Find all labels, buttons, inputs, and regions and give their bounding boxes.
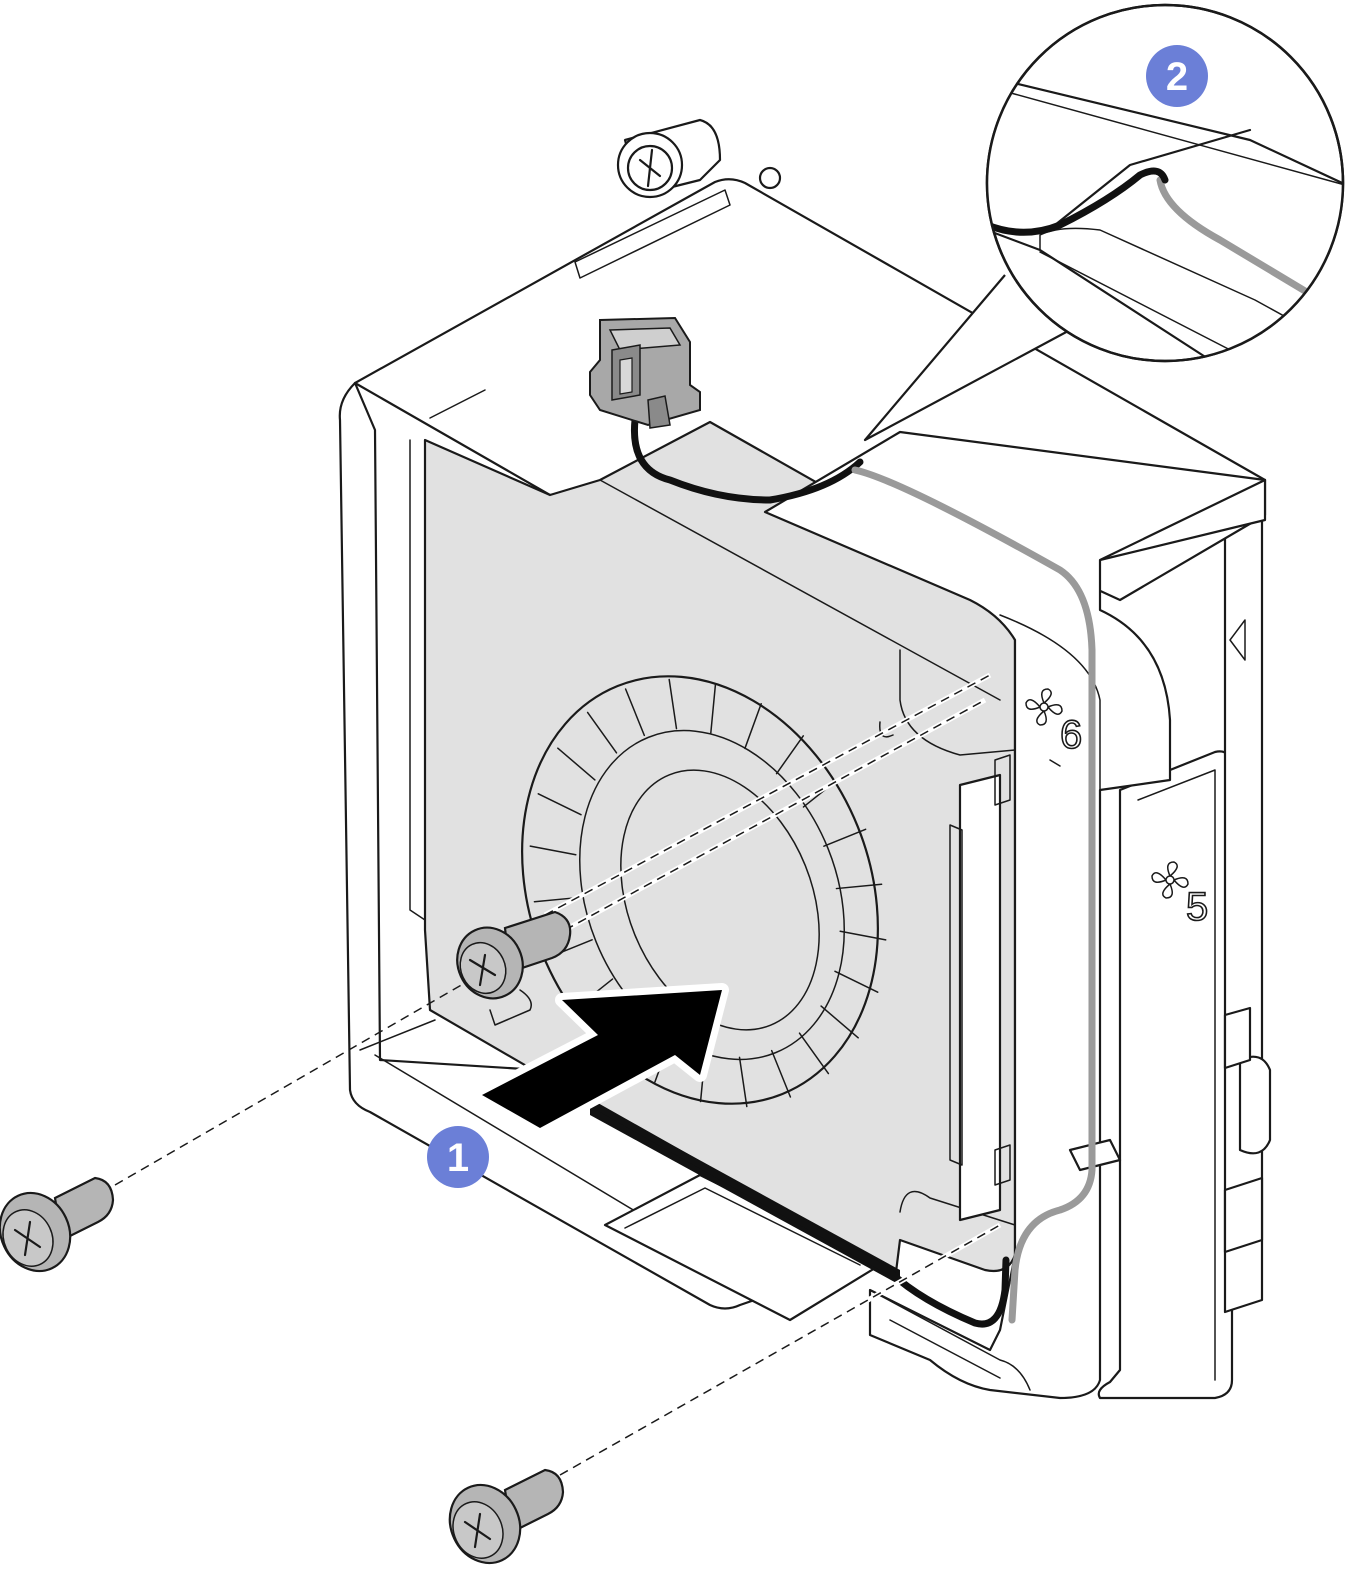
impeller-blade bbox=[738, 1056, 748, 1108]
step-1-callout: 1 bbox=[427, 1126, 489, 1188]
fan-6-number: 6 bbox=[1060, 713, 1082, 757]
impeller-blade bbox=[557, 747, 596, 781]
fan-5-number: 5 bbox=[1186, 885, 1208, 929]
fan-connector-icon bbox=[589, 316, 701, 429]
phillips-screw-icon bbox=[0, 1176, 115, 1273]
fan-icon bbox=[1151, 861, 1189, 899]
impeller-blade bbox=[798, 1032, 830, 1075]
fan-cage-frame bbox=[338, 381, 882, 1322]
impeller-blade bbox=[770, 1049, 792, 1098]
top-thumbscrew-icon bbox=[616, 118, 782, 199]
fan-5-label: 5 bbox=[1151, 861, 1209, 930]
impeller-blade bbox=[668, 678, 678, 730]
phillips-screw-icon bbox=[448, 1468, 565, 1565]
fan-6-label: 6 bbox=[1025, 688, 1083, 758]
impeller-blade bbox=[624, 688, 646, 737]
impeller-blade bbox=[834, 970, 879, 993]
adjacent-fan-cage bbox=[1097, 506, 1272, 1400]
step-2-number: 2 bbox=[1166, 55, 1188, 99]
impeller-blade bbox=[835, 883, 883, 890]
impeller-blade bbox=[586, 711, 618, 754]
impeller-blade bbox=[820, 1005, 859, 1039]
impeller-blade bbox=[744, 702, 762, 750]
detail-magnifier bbox=[863, 3, 1345, 442]
step-2-callout: 2 bbox=[1146, 45, 1208, 107]
fan-icon bbox=[1025, 688, 1063, 726]
impeller-blade bbox=[775, 735, 805, 775]
impeller-blade bbox=[823, 828, 867, 847]
step-1-number: 1 bbox=[447, 1136, 469, 1180]
impeller-blade bbox=[710, 683, 717, 734]
impeller-blade bbox=[839, 930, 887, 941]
impeller-blade bbox=[537, 793, 582, 816]
screw-guide-lines bbox=[114, 672, 1002, 1478]
phillips-screw-icon bbox=[456, 910, 572, 1026]
impeller-blade bbox=[529, 845, 577, 856]
arrow-icon bbox=[475, 983, 729, 1135]
